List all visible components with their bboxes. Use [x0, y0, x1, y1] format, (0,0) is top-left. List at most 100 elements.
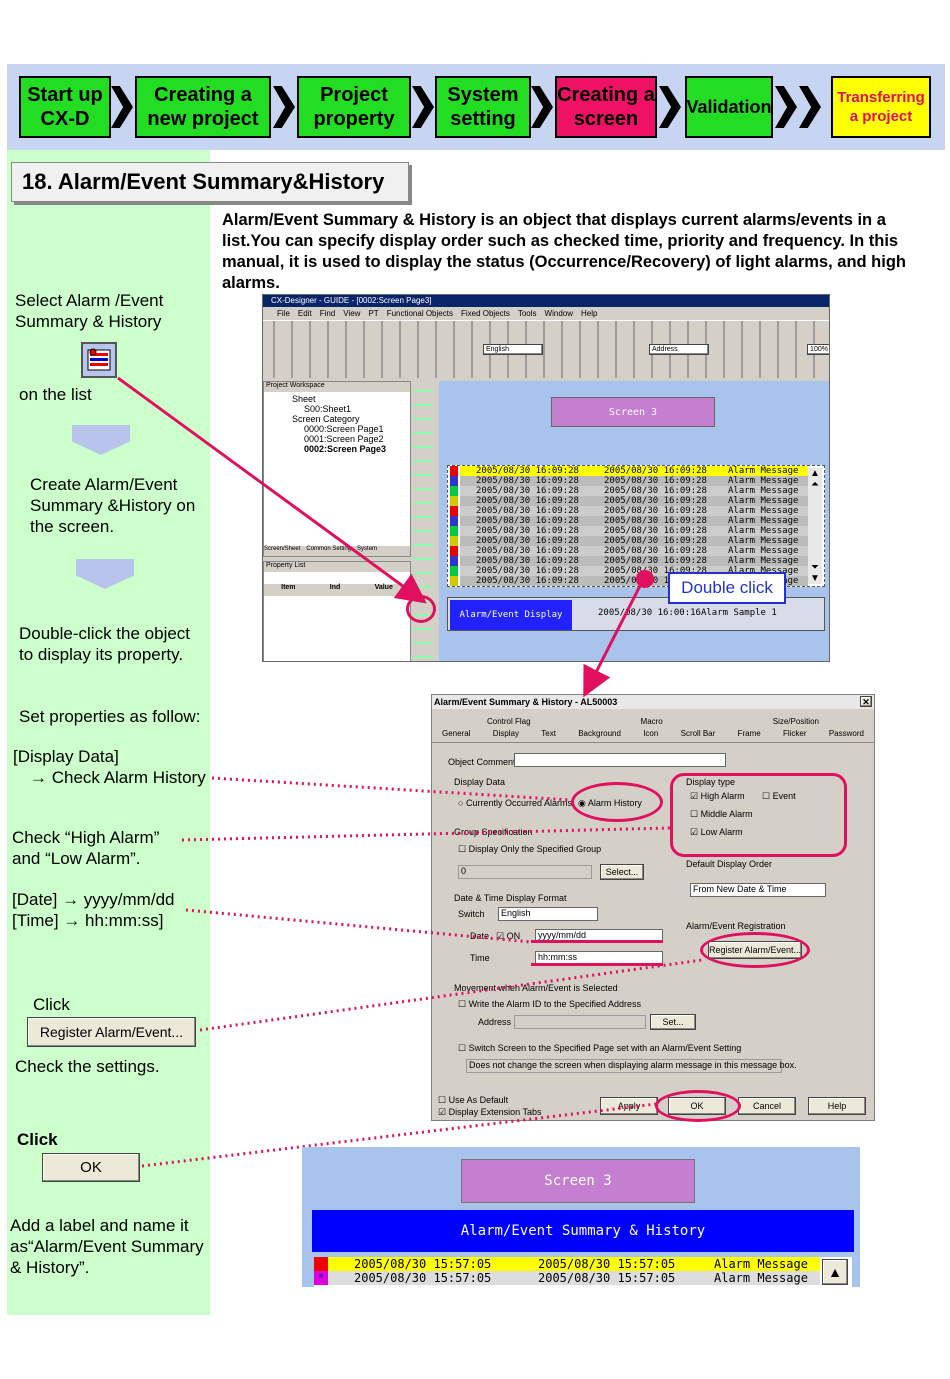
high-alarm-checkbox[interactable]: ☑ High Alarm	[690, 791, 745, 801]
tree-item-selected[interactable]: 0002:Screen Page3	[304, 444, 387, 454]
instruction-create: Create Alarm/Event Summary &History on t…	[30, 475, 196, 536]
page-title: 18. Alarm/Event Summary&History	[11, 162, 409, 202]
switch-select[interactable]: English	[498, 907, 598, 921]
result-scroll-up-icon[interactable]: ▲	[822, 1259, 848, 1285]
address-select[interactable]: Address	[649, 344, 709, 355]
display-data-label: Display Data	[454, 777, 506, 787]
instruction-add-label: Add a label and name it as“Alarm/Event S…	[10, 1216, 204, 1277]
instruction-on-list: on the list	[19, 385, 92, 404]
tree-item[interactable]: 0000:Screen Page1	[304, 424, 384, 434]
alarm-row-msg: Alarm Message	[728, 476, 799, 486]
menu-file[interactable]: File	[277, 309, 290, 318]
property-dialog: Alarm/Event Summary & History - AL50003✕…	[431, 694, 875, 1121]
tab-display[interactable]: Display	[492, 729, 519, 738]
menu-help[interactable]: Help	[581, 309, 598, 318]
result-header-label[interactable]: Alarm/Event Summary & History	[312, 1210, 854, 1252]
tab-control-flag[interactable]: Control Flag	[486, 717, 531, 726]
switch-screen-checkbox[interactable]: ☐ Switch Screen to the Specified Page se…	[458, 1043, 742, 1053]
tab-screen-sheet[interactable]: Screen/Sheet	[264, 546, 301, 552]
menu-window[interactable]: Window	[544, 309, 573, 318]
address-input[interactable]	[514, 1015, 646, 1029]
tab-frame[interactable]: Frame	[737, 729, 761, 738]
tab-text[interactable]: Text	[541, 729, 556, 738]
date-on-checkbox[interactable]: ☑ ON	[496, 931, 521, 941]
alarm-scrollbar[interactable]: ▲⏶ ⏷▼	[808, 468, 822, 584]
scroll-bottom-icon[interactable]: ⏷	[811, 562, 819, 573]
step-creating-screen: Creating a screen	[555, 76, 657, 138]
tree-item[interactable]: Screen Category	[292, 414, 360, 424]
alarm-row-t1: 2005/08/30 16:09:28	[476, 476, 579, 486]
result-row-message: Alarm Message	[714, 1257, 808, 1271]
step-arrow-icon	[273, 86, 295, 128]
cancel-button[interactable]: Cancel	[738, 1097, 796, 1115]
alarm-row-t1: 2005/08/30 16:09:28	[476, 466, 579, 476]
switch-label: Switch	[458, 909, 485, 919]
tab-icon[interactable]: Icon	[643, 729, 659, 738]
middle-alarm-checkbox[interactable]: ☐ Middle Alarm	[690, 809, 753, 819]
menu-view[interactable]: View	[343, 309, 361, 318]
tab-size-position[interactable]: Size/Position	[772, 717, 819, 726]
order-select[interactable]: From New Date & Time	[690, 883, 826, 897]
zoom-select[interactable]: 100%	[807, 344, 829, 355]
instruction-time: [Time] → hh:mm:ss]	[12, 911, 164, 930]
tab-general[interactable]: General	[442, 729, 471, 738]
set-button[interactable]: Set...	[650, 1014, 696, 1030]
display-only-checkbox[interactable]: ☐ Display Only the Specified Group	[458, 844, 602, 854]
scroll-down-icon[interactable]: ▼	[810, 573, 820, 584]
tab-system[interactable]: System	[357, 546, 378, 552]
menu-find[interactable]: Find	[319, 309, 336, 318]
date-label: Date	[470, 931, 490, 941]
scroll-top-icon[interactable]: ⏶	[811, 479, 819, 490]
menu-pt[interactable]: PT	[368, 309, 379, 318]
menu-tools[interactable]: Tools	[517, 309, 537, 318]
menu-fixed-objects[interactable]: Fixed Objects	[460, 309, 510, 318]
result-row: 2005/08/30 15:57:05 2005/08/30 15:57:05 …	[328, 1257, 820, 1271]
instruction-display-data: [Display Data]	[13, 747, 119, 766]
alarm-row-t1: 2005/08/30 16:09:28	[476, 516, 579, 526]
language-select[interactable]: English	[483, 344, 543, 355]
tab-password[interactable]: Password	[828, 729, 864, 738]
help-button[interactable]: Help	[808, 1097, 866, 1115]
object-comment-input[interactable]	[514, 753, 726, 767]
tree-item[interactable]: 0001:Screen Page2	[304, 434, 384, 444]
menu-functional-objects[interactable]: Functional Objects	[386, 309, 453, 318]
alarm-row-t2: 2005/08/30 16:09:28	[604, 556, 707, 566]
datetime-format-label: Date & Time Display Format	[454, 893, 567, 903]
low-alarm-label: Low Alarm	[700, 827, 743, 837]
apply-button[interactable]: Apply	[600, 1097, 658, 1115]
window-title: CX-Designer - GUIDE - [0002:Screen Page3…	[263, 295, 829, 307]
tab-background[interactable]: Background	[578, 729, 621, 738]
group-input[interactable]: 0	[458, 865, 592, 879]
tree-item[interactable]: Sheet	[292, 394, 316, 404]
screen-label[interactable]: Screen 3	[551, 397, 715, 427]
alarm-row-t1: 2005/08/30 16:09:28	[476, 496, 579, 506]
workspace-tabs: Screen/Sheet Common Setting System	[264, 546, 410, 556]
currently-occurred-radio[interactable]: ○ Currently Occurred Alarms	[458, 798, 572, 808]
default-order-label: Default Display Order	[686, 859, 773, 869]
alarm-row-t2: 2005/08/30 16:09:28	[604, 476, 707, 486]
tab-scroll-bar[interactable]: Scroll Bar	[680, 729, 716, 738]
menu-edit[interactable]: Edit	[297, 309, 312, 318]
close-icon[interactable]: ✕	[860, 696, 872, 707]
asterisk-icon: *	[314, 1271, 328, 1285]
select-button[interactable]: Select...	[600, 864, 644, 880]
tab-common-setting[interactable]: Common Setting	[306, 546, 352, 552]
tree-item[interactable]: S00:Sheet1	[304, 404, 352, 414]
use-default-checkbox[interactable]: ☐ Use As Default	[438, 1095, 509, 1105]
use-default-label: Use As Default	[448, 1095, 509, 1105]
registration-label: Alarm/Event Registration	[686, 921, 786, 931]
display-ext-checkbox[interactable]: ☑ Display Extension Tabs	[438, 1107, 542, 1117]
step-arrow-icon	[799, 86, 821, 128]
instruction-set-props: Set properties as follow:	[19, 707, 201, 726]
write-id-checkbox[interactable]: ☐ Write the Alarm ID to the Specified Ad…	[458, 999, 641, 1009]
highlight-ok	[655, 1090, 741, 1122]
scroll-up-icon[interactable]: ▲	[810, 468, 820, 479]
low-alarm-checkbox[interactable]: ☑ Low Alarm	[690, 827, 743, 837]
instruction-check-settings: Check the settings.	[15, 1057, 160, 1076]
tab-flicker[interactable]: Flicker	[782, 729, 807, 738]
tab-macro[interactable]: Macro	[640, 717, 663, 726]
event-checkbox[interactable]: ☐ Event	[762, 791, 796, 801]
project-workspace: Project Workspace Sheet S00:Sheet1 Scree…	[263, 381, 411, 557]
